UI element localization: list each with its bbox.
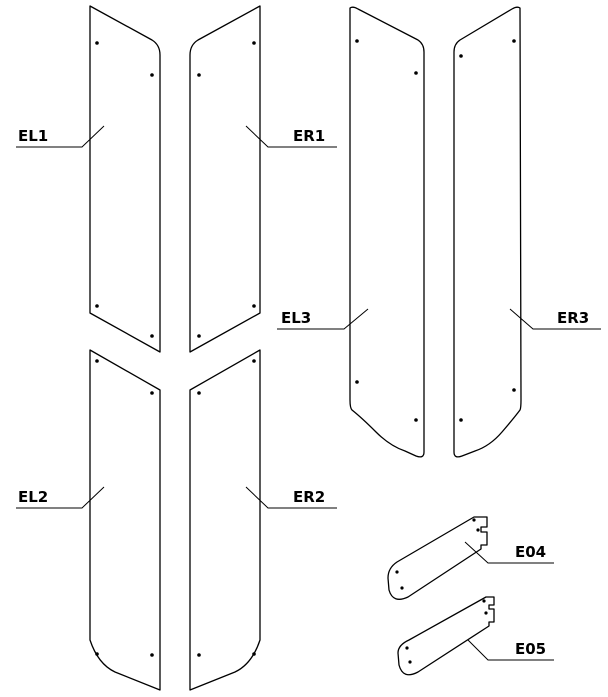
panel-er1	[189, 5, 261, 353]
panel-er3	[453, 6, 522, 458]
bracket-e04	[387, 516, 488, 600]
panel-er2	[189, 349, 261, 691]
bracket-e05	[397, 596, 495, 676]
label-er1: ER1	[293, 127, 325, 145]
leader-er2	[245, 486, 337, 509]
panel-el3	[349, 6, 425, 458]
label-er3: ER3	[557, 309, 589, 327]
leader-el1	[16, 125, 105, 148]
leader-e04	[464, 541, 554, 564]
label-el1: EL1	[18, 127, 48, 145]
label-e04: E04	[515, 543, 546, 561]
panel-el1	[89, 5, 161, 353]
leader-er3	[509, 308, 601, 330]
leader-e05	[467, 639, 554, 661]
label-er2: ER2	[293, 488, 325, 506]
panel-el2	[89, 349, 161, 691]
leader-er1	[245, 125, 337, 148]
leader-el3	[277, 308, 369, 330]
label-e05: E05	[515, 640, 546, 658]
label-el3: EL3	[281, 309, 311, 327]
label-el2: EL2	[18, 488, 48, 506]
leader-el2	[16, 486, 105, 509]
